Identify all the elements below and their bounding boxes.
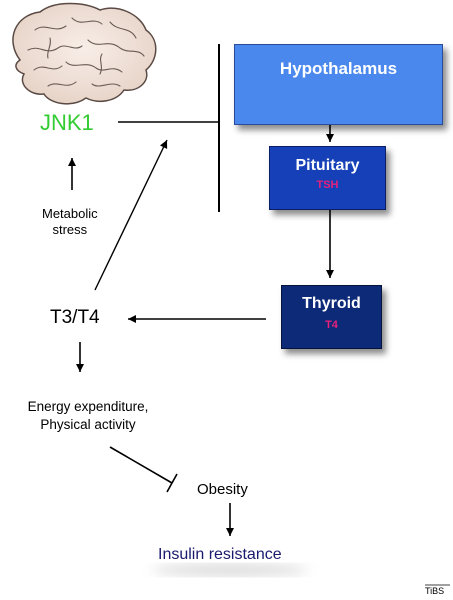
energy-line1: Energy expenditure, — [27, 399, 149, 414]
inhibit-energy-obesity-bar — [166, 473, 178, 493]
jnk1-label: JNK1 — [40, 110, 94, 135]
arrow-t3t4-jnk1 — [94, 139, 168, 291]
energy-label: Energy expenditure, Physical activity — [8, 398, 168, 434]
metabolic-stress-line2: stress — [52, 222, 88, 237]
tsh-label: TSH — [316, 179, 339, 191]
journal-mark: TiBS — [425, 586, 445, 596]
insulin-shadow — [152, 564, 308, 576]
inhibit-energy-obesity — [109, 446, 173, 484]
hypothalamus-label: Hypothalamus — [279, 59, 398, 78]
insulin-resistance-label: Insulin resistance — [158, 546, 282, 563]
t3t4-label: T3/T4 — [50, 307, 100, 328]
brain-illustration — [12, 2, 157, 105]
t4-label: T4 — [325, 319, 338, 331]
thyroid-box: Thyroid T4 — [281, 285, 382, 349]
obesity-label: Obesity — [197, 481, 248, 498]
pituitary-box: Pituitary TSH — [269, 146, 386, 210]
metabolic-stress-label: Metabolic stress — [42, 206, 98, 238]
thyroid-label: Thyroid — [302, 295, 361, 312]
hypothalamus-box: Hypothalamus — [234, 44, 443, 125]
energy-line2: Physical activity — [40, 417, 136, 432]
metabolic-stress-line1: Metabolic — [42, 206, 98, 221]
pituitary-label: Pituitary — [295, 157, 360, 174]
